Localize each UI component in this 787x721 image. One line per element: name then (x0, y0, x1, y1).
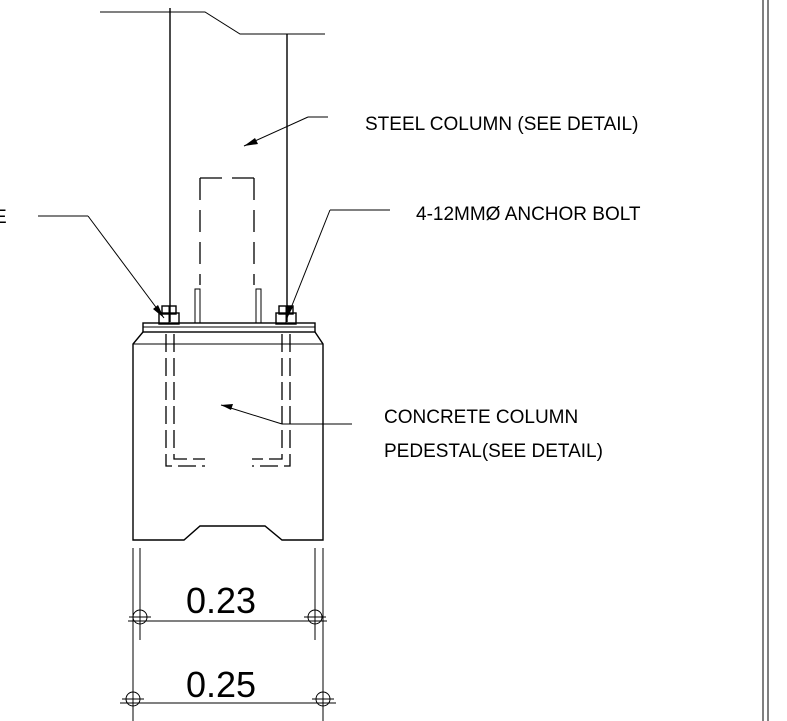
leader-pedestal (220, 404, 352, 425)
dimension-inner-value: 0.23 (186, 580, 256, 621)
column-stiffener-hidden (199, 177, 255, 285)
anchor-bolt-nut-left (158, 305, 180, 325)
inner-rods (194, 288, 262, 324)
dimension-inner (128, 606, 327, 628)
leader-base-plate (38, 215, 165, 319)
label-pedestal-line2: PEDESTAL(SEE DETAIL) (384, 441, 603, 462)
top-break-line (100, 11, 325, 35)
steel-column (169, 8, 288, 322)
leader-steel-column (243, 116, 328, 147)
label-pedestal-line1: CONCRETE COLUMN (384, 407, 578, 428)
label-steel-column: STEEL COLUMN (SEE DETAIL) (365, 114, 638, 135)
base-plate (142, 322, 316, 333)
dimension-outer (120, 688, 336, 710)
concrete-pedestal (132, 331, 324, 541)
embedded-anchor-bolt-right (252, 334, 291, 467)
drawing-frame-border (762, 0, 769, 721)
embedded-anchor-bolt-left (165, 334, 205, 467)
label-anchor-bolt: 4-12MMØ ANCHOR BOLT (416, 204, 641, 225)
dimension-outer-value: 0.25 (186, 664, 256, 705)
anchor-bolt-nut-right (275, 305, 297, 325)
label-cut-fragment: E (0, 207, 7, 228)
leader-anchor-bolt (286, 209, 390, 319)
